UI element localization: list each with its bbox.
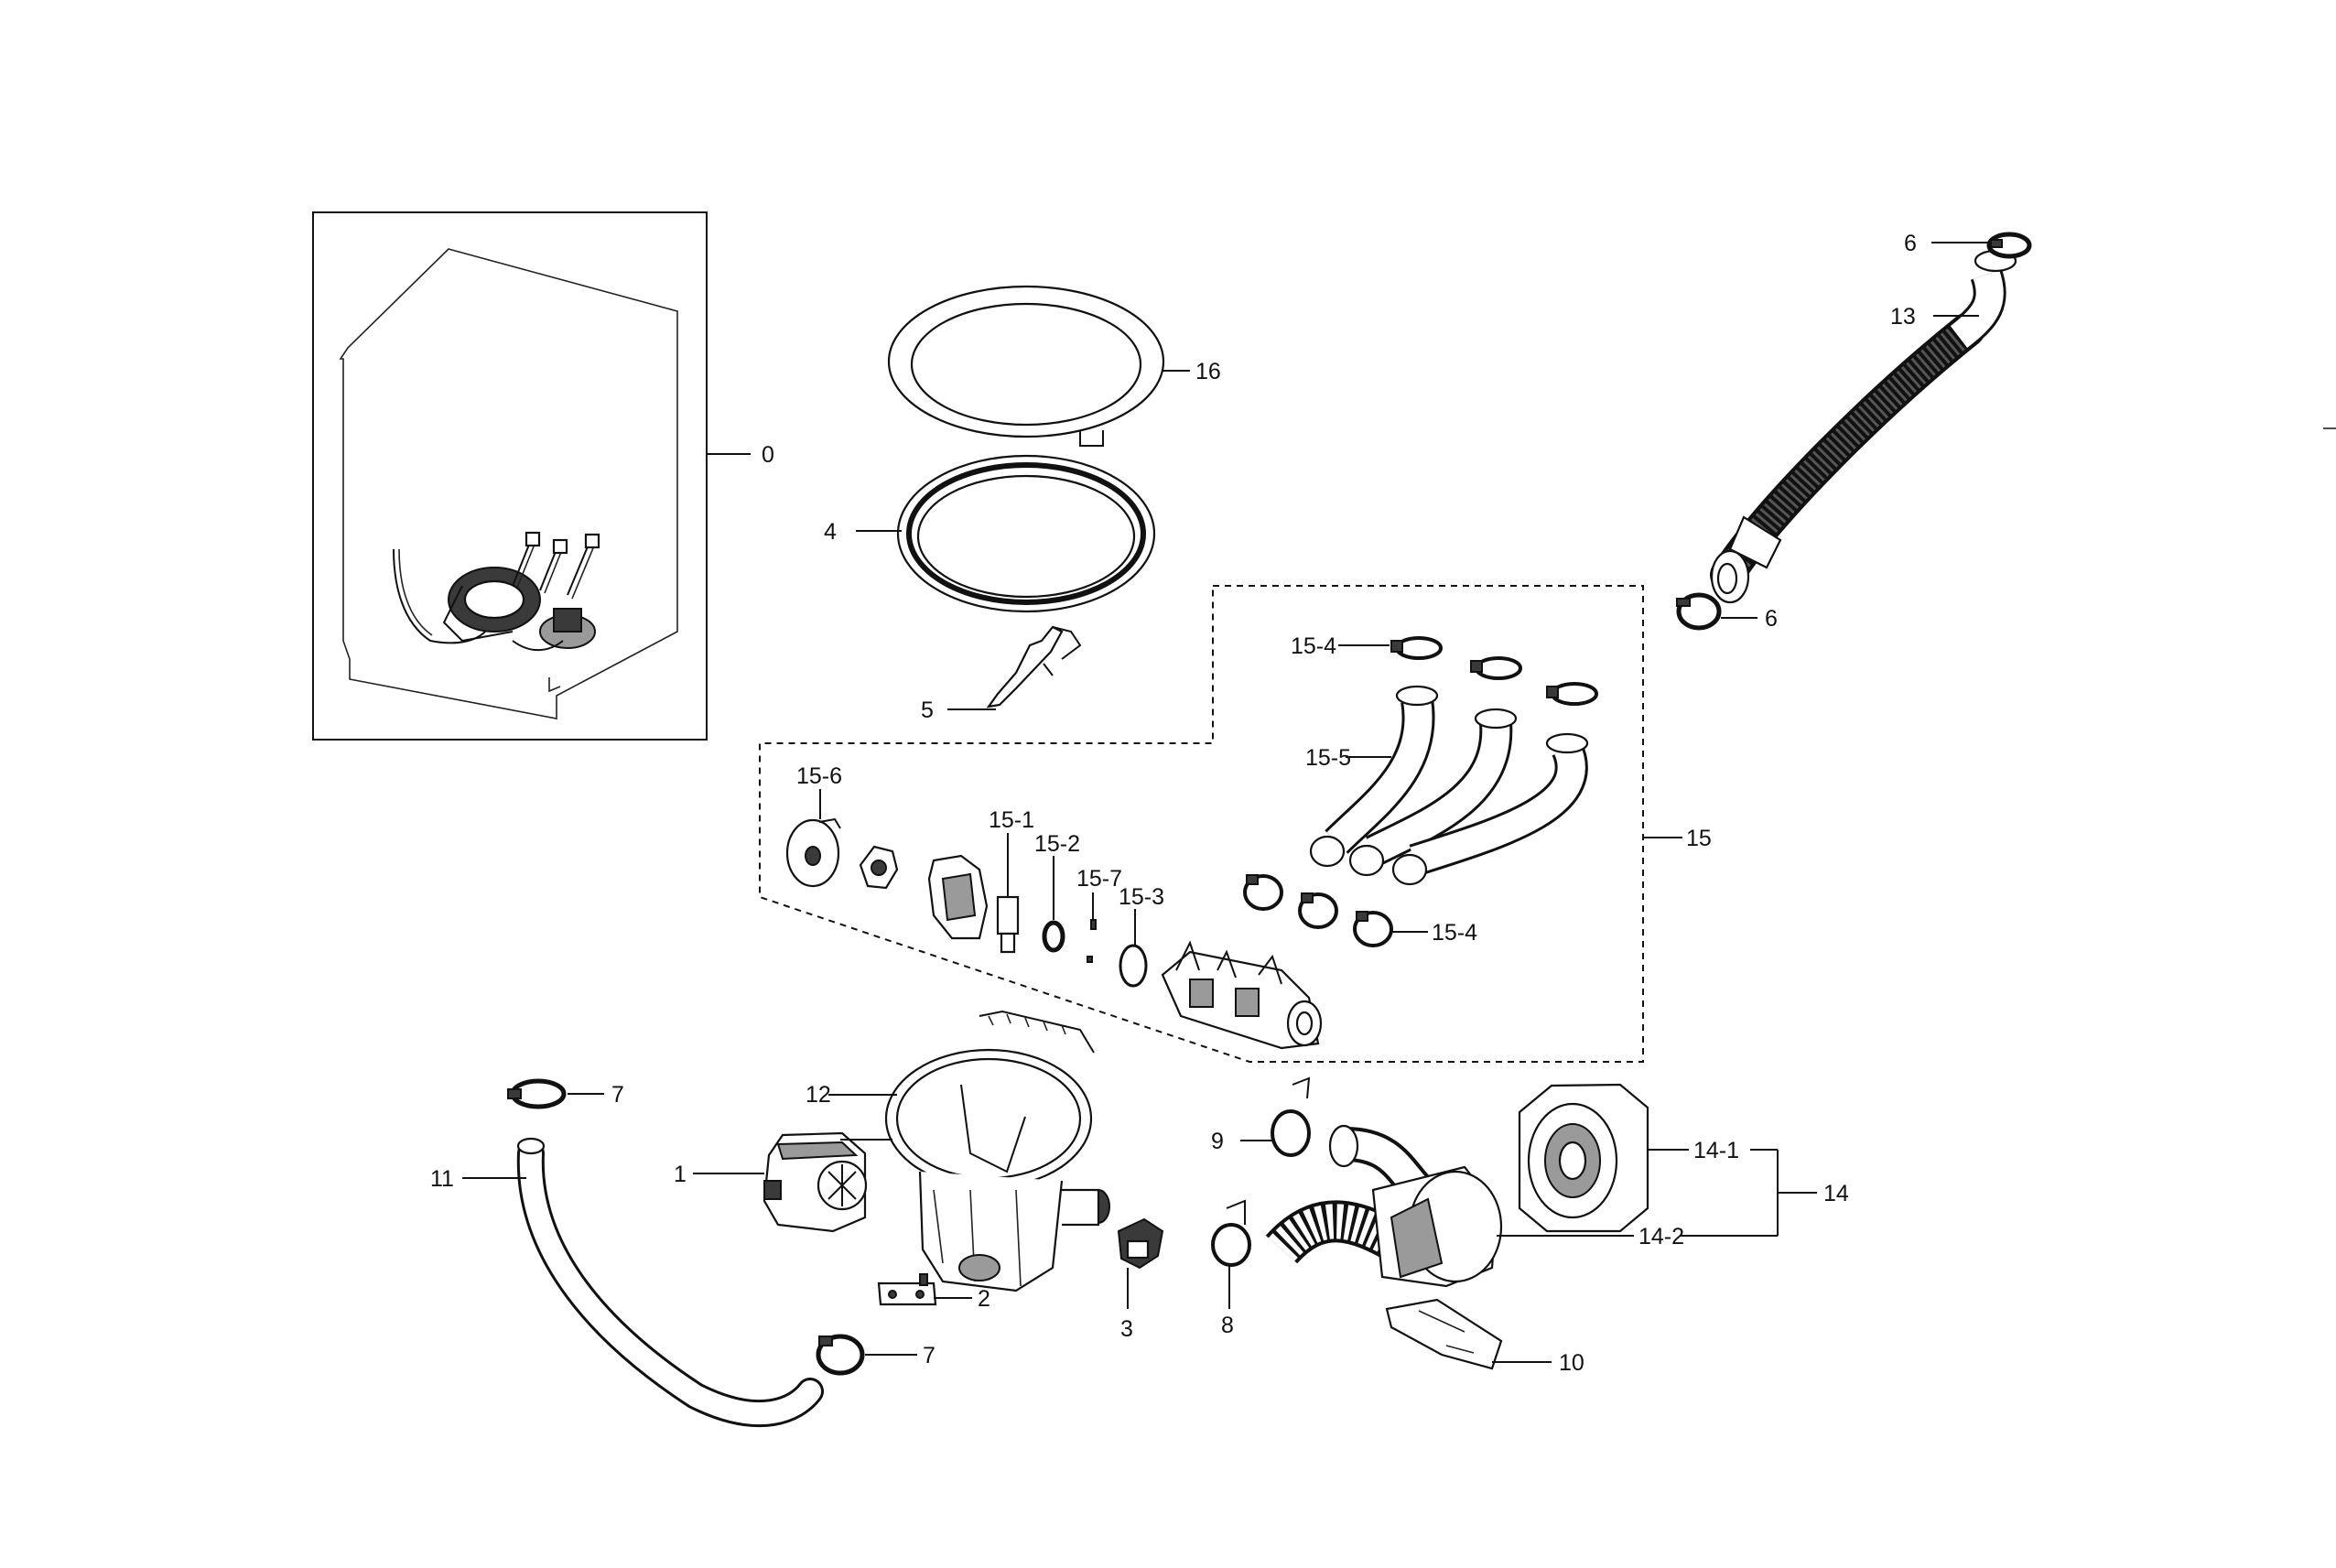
label-14-1: 14-1 (1693, 1138, 1739, 1163)
clamps-lower (1243, 874, 1393, 947)
pin-15-7 (1087, 919, 1097, 963)
label-6-bottom: 6 (1765, 606, 1778, 632)
heater-sensor-bracket (877, 1273, 937, 1306)
sump-gasket (896, 454, 1156, 613)
leader-lines (462, 242, 1988, 1363)
clamps-upper (1390, 636, 1598, 706)
hose-clamp-bottom (1676, 592, 1722, 631)
drain-pump-hose (1265, 1124, 1503, 1288)
part-labels: 0 16 4 5 6 13 6 15-4 15-5 15 15-4 15-6 1… (430, 231, 1917, 1376)
distributor-body (1161, 940, 1323, 1050)
label-11: 11 (430, 1166, 454, 1192)
sump-assembly (884, 1010, 1110, 1292)
label-1: 1 (674, 1162, 687, 1187)
label-15-6: 15-6 (796, 763, 842, 789)
label-0: 0 (762, 442, 774, 468)
drain-hose-lower (516, 1137, 824, 1428)
seal-ring-15-2 (1042, 920, 1065, 953)
label-15-4-lower: 15-4 (1432, 920, 1477, 946)
label-15-3: 15-3 (1119, 884, 1164, 910)
drain-hose (1710, 249, 2017, 604)
label-9: 9 (1211, 1129, 1224, 1154)
label-15-1: 15-1 (989, 807, 1034, 833)
impeller-small (859, 845, 899, 890)
distributor-hoses (1309, 685, 1589, 886)
label-15-7: 15-7 (1076, 866, 1122, 892)
distributor-housing (927, 854, 989, 940)
hose-clamp-7-lower (816, 1334, 865, 1376)
label-16: 16 (1195, 359, 1221, 384)
label-14: 14 (1823, 1181, 1849, 1206)
valve-part-15-1 (996, 895, 1020, 954)
hose-clamp-top (1986, 232, 2032, 259)
label-7-lower: 7 (923, 1343, 935, 1368)
label-6-top: 6 (1904, 231, 1917, 256)
label-3: 3 (1120, 1316, 1133, 1342)
label-15-5: 15-5 (1305, 745, 1351, 771)
label-7-upper: 7 (611, 1082, 624, 1108)
sump-bracket (986, 625, 1082, 708)
label-15-2: 15-2 (1034, 831, 1080, 857)
circulation-motor (762, 1131, 868, 1233)
label-15-4-upper: 15-4 (1291, 633, 1336, 659)
turbidity-sensor (1117, 1217, 1164, 1270)
label-13: 13 (1890, 304, 1916, 330)
distributor-cap (785, 817, 841, 888)
label-8: 8 (1221, 1313, 1234, 1338)
hose-clamp-7-upper (507, 1078, 567, 1109)
clamp-8 (1211, 1199, 1251, 1267)
label-10: 10 (1559, 1350, 1584, 1376)
label-2: 2 (978, 1286, 990, 1312)
label-12: 12 (806, 1082, 831, 1108)
label-15: 15 (1686, 826, 1712, 851)
drain-pump-housing (1518, 1083, 1649, 1233)
distributor-group-outline (759, 585, 1644, 1063)
label-5: 5 (921, 697, 934, 723)
wire-harness-assembly (393, 531, 600, 652)
label-4: 4 (824, 519, 837, 545)
assembly-box (312, 211, 708, 741)
clamp-9 (1271, 1076, 1311, 1157)
pump-bracket (1385, 1298, 1503, 1370)
top-ring-frame (887, 285, 1165, 447)
o-ring-15-3 (1119, 944, 1148, 988)
label-14-2: 14-2 (1638, 1224, 1684, 1249)
